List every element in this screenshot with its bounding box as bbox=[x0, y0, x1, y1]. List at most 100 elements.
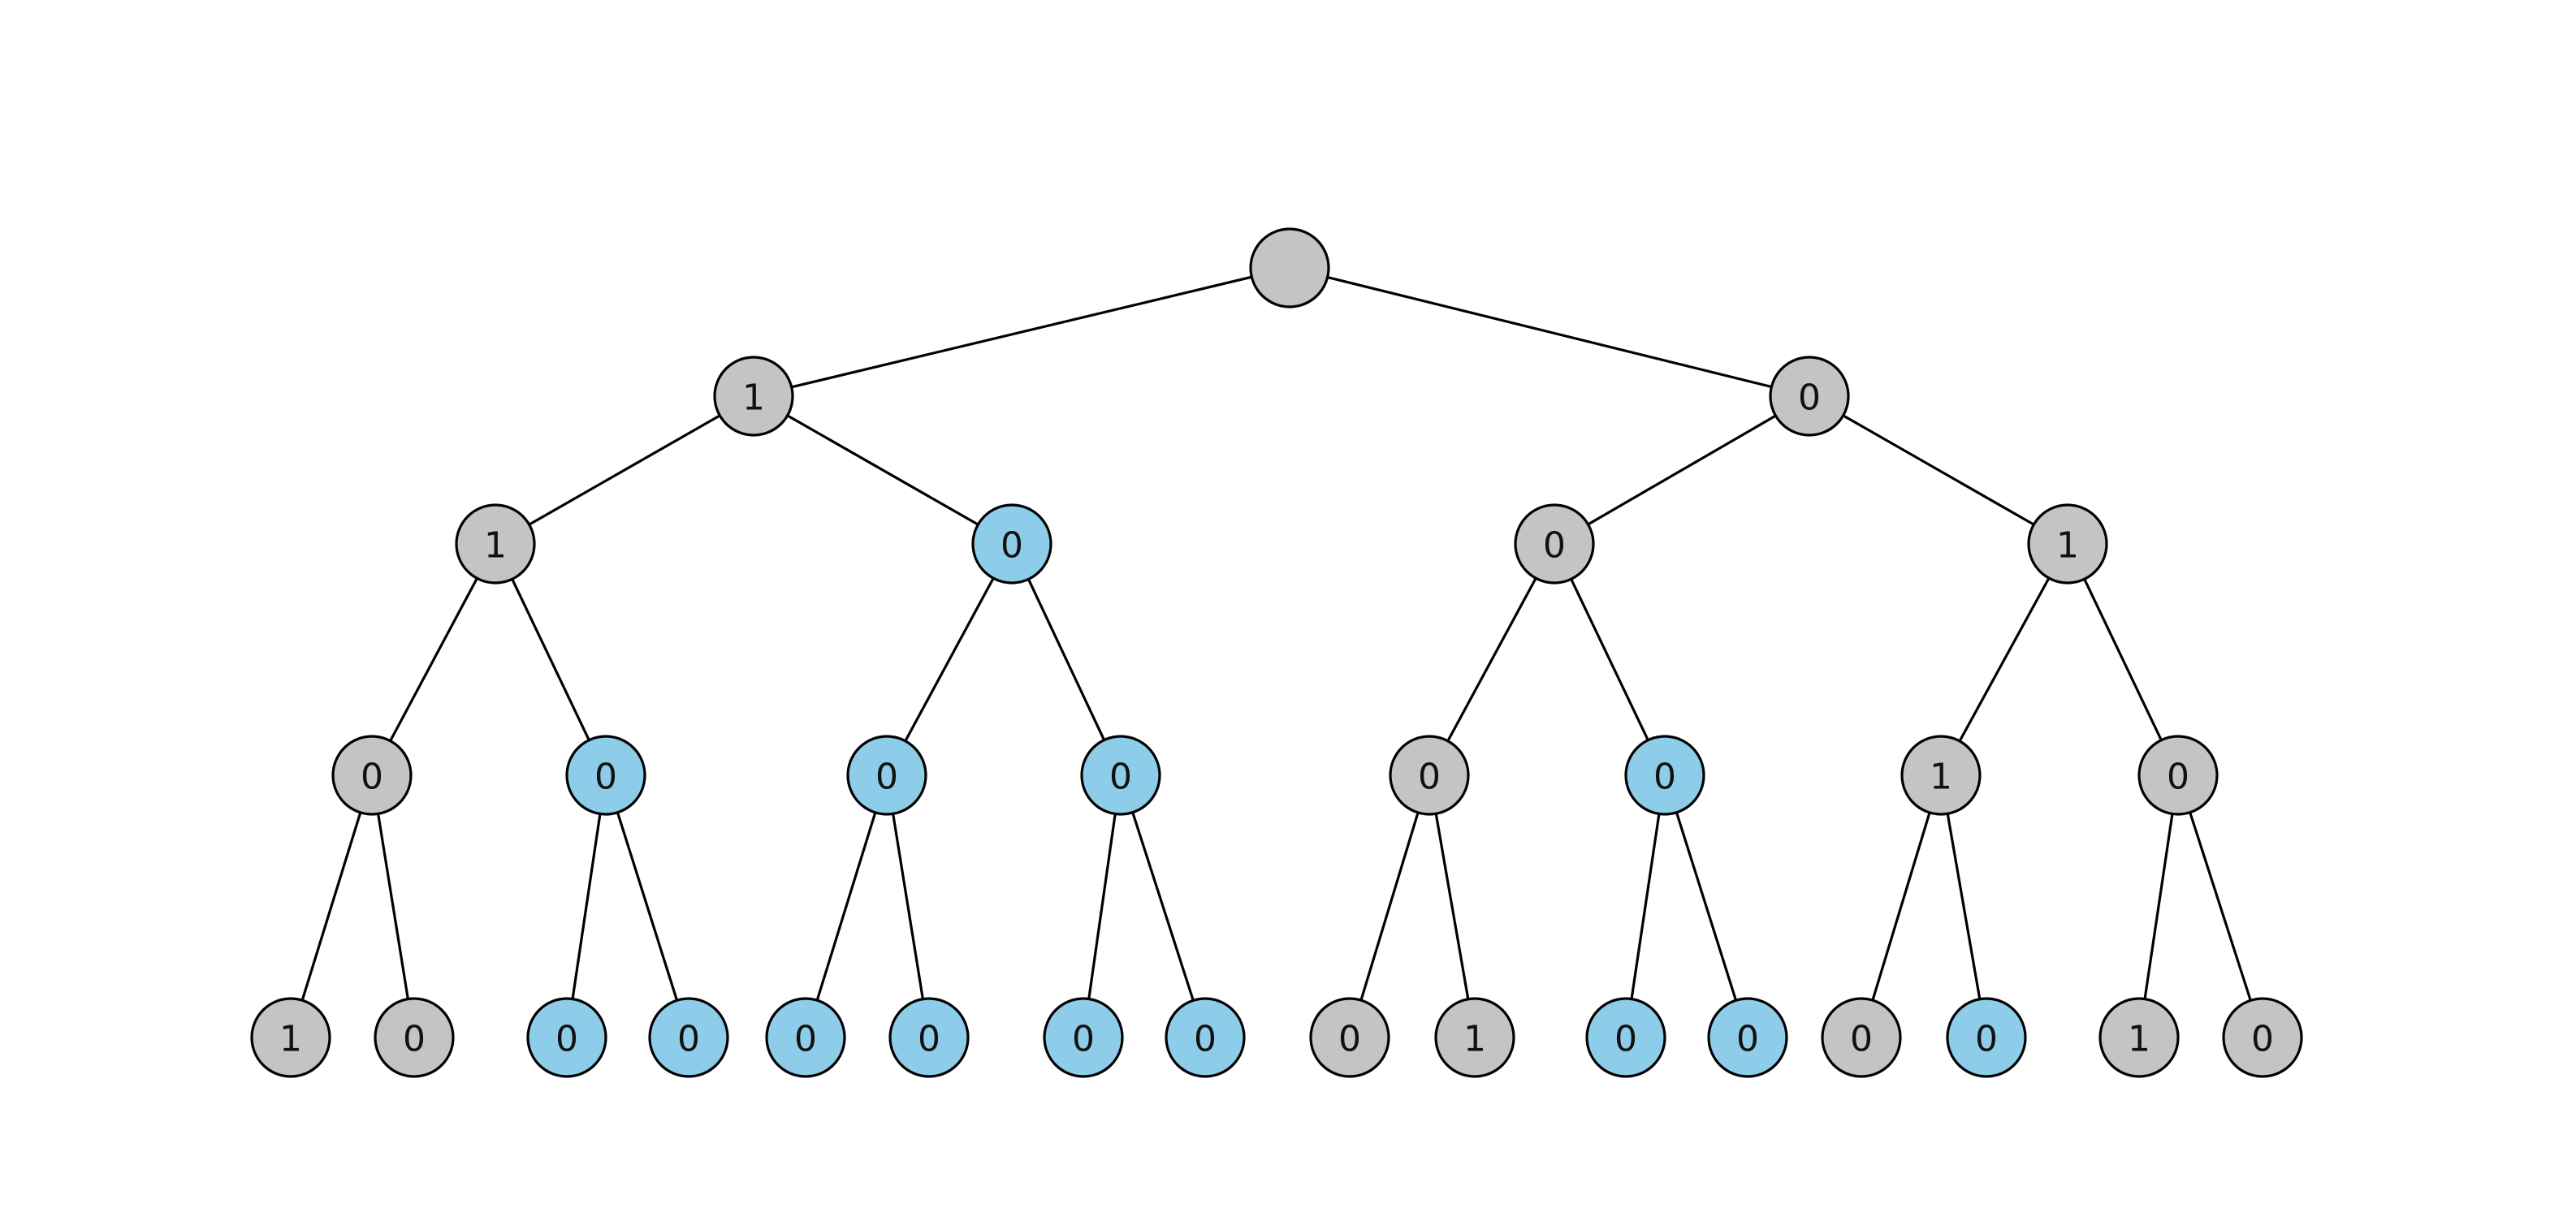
tree-node-label: 1 bbox=[484, 525, 507, 567]
tree-node: 0 bbox=[1707, 997, 1788, 1078]
tree-node-label: 0 bbox=[794, 1019, 817, 1060]
tree-node-label: 0 bbox=[1850, 1019, 1873, 1060]
tree-node: 0 bbox=[1769, 356, 1850, 437]
tree-edge bbox=[1842, 414, 2035, 526]
tree-node: 0 bbox=[1043, 997, 1124, 1078]
tree-node-circle bbox=[1821, 997, 1902, 1078]
tree-node: 0 bbox=[331, 735, 413, 816]
tree-nodes: 1 1 0 1 0 0 0 0 0 0 0 0 0 0 0 0 0 0 0 1 0 0 0 1 1 0 0 0 1 0 bbox=[250, 227, 2303, 1078]
tree-edges bbox=[300, 275, 2252, 1001]
tree-edge bbox=[2083, 578, 2163, 741]
tree-node-label: 1 bbox=[1930, 757, 1952, 798]
tree-edge bbox=[571, 813, 602, 999]
tree-edge bbox=[1630, 813, 1661, 999]
tree-edge bbox=[1946, 813, 1982, 999]
tree-node-circle bbox=[455, 503, 536, 585]
tree-node-label: 0 bbox=[1072, 1019, 1095, 1060]
tree-node-circle bbox=[1624, 735, 1705, 816]
tree-node: 0 bbox=[648, 997, 729, 1078]
tree-node: 0 bbox=[565, 735, 646, 816]
tree-edge bbox=[1958, 577, 2051, 742]
tree-node-circle bbox=[1249, 227, 1330, 308]
tree-node-label: 0 bbox=[403, 1019, 426, 1060]
tree-node-label: 0 bbox=[1001, 525, 1023, 567]
tree-node-circle bbox=[1309, 997, 1390, 1078]
tree-node-circle bbox=[2098, 997, 2180, 1078]
tree-edge bbox=[1327, 275, 1772, 389]
tree-node-circle bbox=[526, 997, 607, 1078]
tree-node: 0 bbox=[846, 735, 927, 816]
tree-node: 0 bbox=[1514, 503, 1595, 585]
tree-node-label: 0 bbox=[594, 757, 617, 798]
tree-node: 0 bbox=[2137, 735, 2219, 816]
tree-node: 0 bbox=[374, 997, 455, 1078]
tree-edge bbox=[616, 812, 679, 1001]
tree-node-label: 1 bbox=[742, 378, 765, 419]
tree-node-label: 1 bbox=[2056, 525, 2079, 567]
tree-node-label: 0 bbox=[2167, 757, 2189, 798]
tree-node-label: 0 bbox=[1614, 1019, 1637, 1060]
tree-edge bbox=[1587, 414, 1777, 526]
tree-node: 1 bbox=[2027, 503, 2108, 585]
tree-edge bbox=[1871, 812, 1931, 1001]
tree-edge bbox=[786, 414, 979, 526]
tree-node: 1 bbox=[2098, 997, 2180, 1078]
tree-node: 0 bbox=[888, 997, 970, 1078]
tree-node-label: 0 bbox=[1975, 1019, 1998, 1060]
tree-node-circle bbox=[1080, 735, 1161, 816]
tree-node-label: 0 bbox=[555, 1019, 578, 1060]
tree-node: 0 bbox=[526, 997, 607, 1078]
tree-node-label: 0 bbox=[1798, 378, 1821, 419]
tree-edge bbox=[300, 812, 362, 1001]
tree-node: 0 bbox=[1309, 997, 1390, 1078]
tree-node-circle bbox=[846, 735, 927, 816]
tree-edge bbox=[377, 813, 409, 999]
tree-node-circle bbox=[713, 356, 794, 437]
tree-node-circle bbox=[2027, 503, 2108, 585]
tree-node-label: 0 bbox=[1736, 1019, 1759, 1060]
tree-edge bbox=[1087, 813, 1117, 999]
tree-edge bbox=[791, 275, 1252, 389]
tree-node-label: 1 bbox=[2128, 1019, 2150, 1060]
tree-node-label: 0 bbox=[1338, 1019, 1361, 1060]
tree-node-circle bbox=[765, 997, 846, 1078]
tree-edge bbox=[1434, 813, 1470, 999]
tree-node-label: 1 bbox=[279, 1019, 302, 1060]
tree-edge bbox=[2189, 812, 2252, 1001]
tree-node-circle bbox=[648, 997, 729, 1078]
tree-node-label: 0 bbox=[1418, 757, 1441, 798]
tree-node-label: 0 bbox=[875, 757, 898, 798]
tree-node: 0 bbox=[1624, 735, 1705, 816]
tree-node-circle bbox=[1707, 997, 1788, 1078]
tree-node-circle bbox=[1585, 997, 1666, 1078]
tree-node-circle bbox=[1769, 356, 1850, 437]
tree-edge bbox=[1446, 577, 1537, 742]
tree-node: 0 bbox=[2222, 997, 2303, 1078]
tree-node-circle bbox=[888, 997, 970, 1078]
tree-node-circle bbox=[1043, 997, 1124, 1078]
tree-node-circle bbox=[1514, 503, 1595, 585]
tree-node-circle bbox=[1946, 997, 2027, 1078]
tree-node bbox=[1249, 227, 1330, 308]
tree-node: 0 bbox=[765, 997, 846, 1078]
tree-node: 0 bbox=[1946, 997, 2027, 1078]
tree-node-circle bbox=[1900, 735, 1982, 816]
tree-edge bbox=[815, 812, 877, 1001]
tree-node-circle bbox=[971, 503, 1052, 585]
tree-node: 0 bbox=[1165, 997, 1246, 1078]
tree-node-circle bbox=[374, 997, 455, 1078]
tree-node-label: 0 bbox=[677, 1019, 700, 1060]
tree-node-circle bbox=[2222, 997, 2303, 1078]
tree-node: 1 bbox=[1434, 997, 1515, 1078]
tree-edge bbox=[1027, 578, 1106, 741]
tree-node-label: 0 bbox=[1109, 757, 1132, 798]
tree-node: 0 bbox=[1585, 997, 1666, 1078]
tree-edge bbox=[892, 813, 924, 999]
tree-edge bbox=[528, 414, 721, 526]
tree-node-label: 0 bbox=[1653, 757, 1676, 798]
tree-edge bbox=[904, 577, 995, 742]
tree-edge bbox=[511, 578, 590, 741]
tree-node-circle bbox=[1434, 997, 1515, 1078]
tree-edge bbox=[1570, 578, 1649, 741]
